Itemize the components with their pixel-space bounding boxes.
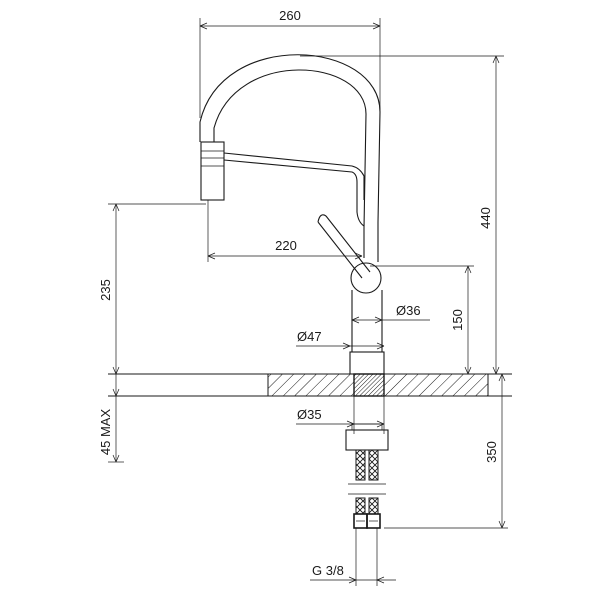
label-d36: Ø36 <box>396 303 421 318</box>
dim-220-arrow-left <box>207 252 216 260</box>
underdeck-assembly <box>345 423 389 529</box>
dim-350-arrow-bottom <box>498 520 506 529</box>
dim-d35-arrow-left <box>346 420 355 428</box>
deck-hatch-right <box>383 373 489 397</box>
deck-hatch-left <box>267 373 355 397</box>
mixer-cartridge <box>350 262 382 294</box>
dim-440-arrow-bottom <box>492 366 500 375</box>
dim-45-arrow-top <box>112 388 120 397</box>
dim-235-arrow-bottom <box>112 366 120 375</box>
dim-45-arrow-bottom <box>112 454 120 463</box>
label-150: 150 <box>450 309 465 331</box>
dim-d47-arrow-right <box>376 342 385 350</box>
label-440: 440 <box>478 207 493 229</box>
dim-150-arrow-top <box>464 265 472 274</box>
dim-d36-arrow-right <box>374 316 383 324</box>
dim-g38-arrow-left <box>348 576 357 584</box>
dimension-labels: 260 440 220 235 150 Ø36 Ø47 Ø35 45 MAX 3… <box>98 8 499 578</box>
braided-hose-right <box>368 449 379 481</box>
dim-260-arrow-right <box>372 22 381 30</box>
mounting-shank <box>353 373 385 397</box>
braided-hose-right-lower <box>368 497 379 515</box>
dim-d47-arrow-left <box>342 342 351 350</box>
label-g38: G 3/8 <box>312 563 344 578</box>
spout-inner-curve <box>213 69 367 258</box>
dim-220-arrow-right <box>354 252 363 260</box>
tap-outline <box>199 54 385 375</box>
dim-440-arrow-top <box>492 55 500 64</box>
label-d47: Ø47 <box>297 329 322 344</box>
dim-150-arrow-bottom <box>464 366 472 375</box>
spout-outer-curve <box>199 54 381 262</box>
dimension-lines <box>108 18 508 586</box>
label-d35: Ø35 <box>297 407 322 422</box>
dim-260-arrow-left <box>199 22 208 30</box>
fixing-nut <box>345 429 389 451</box>
dim-d36-arrow-left <box>351 316 360 324</box>
tap-body <box>351 290 383 353</box>
base-collar <box>349 351 385 375</box>
dim-350-arrow-top <box>498 373 506 382</box>
label-350: 350 <box>484 441 499 463</box>
braided-hose-left <box>355 449 366 481</box>
hose-arm <box>223 152 365 200</box>
label-260: 260 <box>279 8 301 23</box>
countertop-section <box>108 373 512 397</box>
dim-235-arrow-top <box>112 203 120 212</box>
spray-head <box>200 141 225 201</box>
hose-arm-lower <box>223 159 365 227</box>
label-220: 220 <box>275 238 297 253</box>
dim-g38-arrow-right <box>376 576 385 584</box>
label-235: 235 <box>98 279 113 301</box>
braided-hose-left-lower <box>355 497 366 515</box>
connector-right <box>366 513 381 529</box>
label-45-max: 45 MAX <box>98 409 113 456</box>
dim-d35-arrow-right <box>376 420 385 428</box>
